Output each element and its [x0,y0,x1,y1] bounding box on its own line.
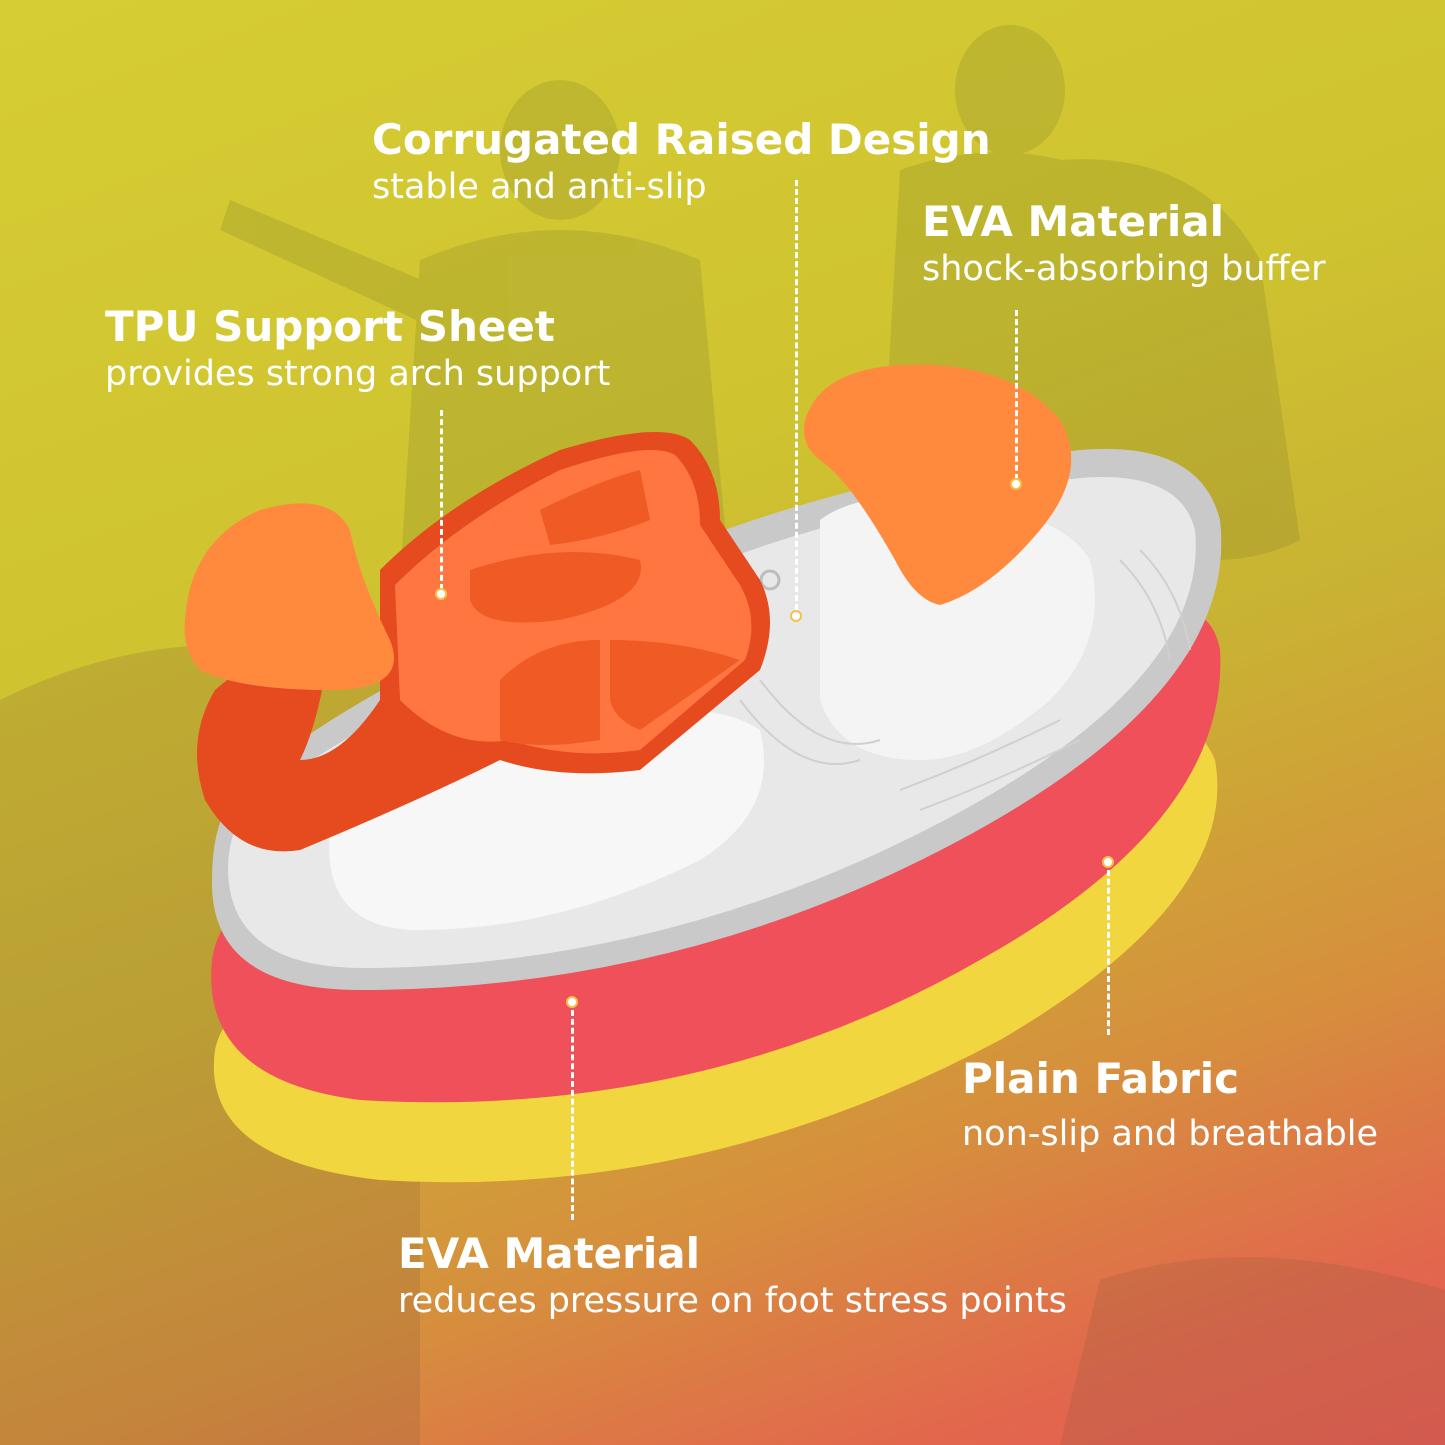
forefoot-eva-pad [804,364,1072,605]
callout-title: EVA Material [398,1229,701,1278]
callout-tpu-support: TPU Support Sheet provides strong arch s… [105,302,611,395]
heel-arch-pad [184,503,394,690]
callout-desc: provides strong arch support [105,354,611,395]
callout-title: TPU Support Sheet [105,302,555,351]
eva-top-leader-line [1015,310,1018,480]
callout-plain-fabric: Plain Fabric non-slip and breathable [962,1054,1379,1155]
eva-bottom-marker-dot [566,996,578,1008]
fabric-leader-line [1107,870,1110,1035]
callout-desc: reduces pressure on foot stress points [398,1281,1067,1322]
callout-title: Corrugated Raised Design [372,115,991,164]
callout-desc: shock-absorbing buffer [922,249,1326,290]
callout-title: EVA Material [922,197,1225,246]
fabric-marker-dot [1102,856,1114,868]
callout-desc: non-slip and breathable [962,1114,1379,1155]
callout-eva-bottom: EVA Material reduces pressure on foot st… [398,1229,1067,1322]
corrugated-marker-dot [790,610,802,622]
callout-title: Plain Fabric [962,1054,1240,1103]
tpu-marker-dot [435,588,447,600]
callout-eva-top: EVA Material shock-absorbing buffer [922,197,1326,290]
eva-top-marker-dot [1010,478,1022,490]
tpu-leader-line [440,410,443,590]
corrugated-leader-line [795,180,798,610]
callout-desc: stable and anti-slip [372,167,707,208]
eva-bottom-leader-line [571,1010,574,1220]
callout-corrugated-design: Corrugated Raised Design stable and anti… [372,115,991,208]
swirl-logo-icon [759,569,781,591]
